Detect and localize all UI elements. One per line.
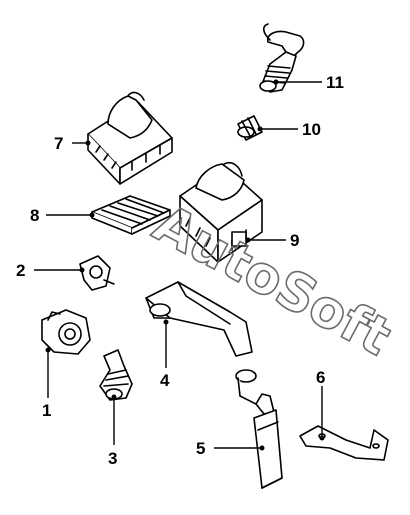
callout-7: 7 [54, 134, 63, 153]
part-1-throttle-body [41, 309, 91, 355]
part-4-intake-duct [145, 281, 253, 357]
callout-9: 9 [290, 231, 299, 250]
callout-2: 2 [16, 261, 25, 280]
part-11-intake-hose [259, 23, 305, 93]
callout-1: 1 [42, 401, 51, 420]
leader-lines [34, 79, 325, 451]
part-5-resonator [235, 369, 283, 489]
callout-11: 11 [326, 73, 344, 92]
part-8-filter-element [91, 195, 171, 235]
part-10-hose-coupling [237, 115, 263, 141]
callout-3: 3 [108, 449, 117, 468]
callout-8: 8 [30, 206, 39, 225]
callout-5: 5 [196, 439, 205, 458]
callout-6: 6 [316, 368, 325, 387]
callout-10: 10 [302, 120, 321, 139]
part-3-small-hose [99, 349, 133, 401]
callout-4: 4 [160, 371, 170, 390]
part-7-air-filter-cover [87, 91, 173, 185]
watermark-text: AutoSoft [144, 194, 400, 368]
part-6-mounting-bracket [299, 425, 389, 461]
part-9-air-filter-housing [179, 161, 263, 263]
part-2-intake-sensor [79, 255, 115, 291]
